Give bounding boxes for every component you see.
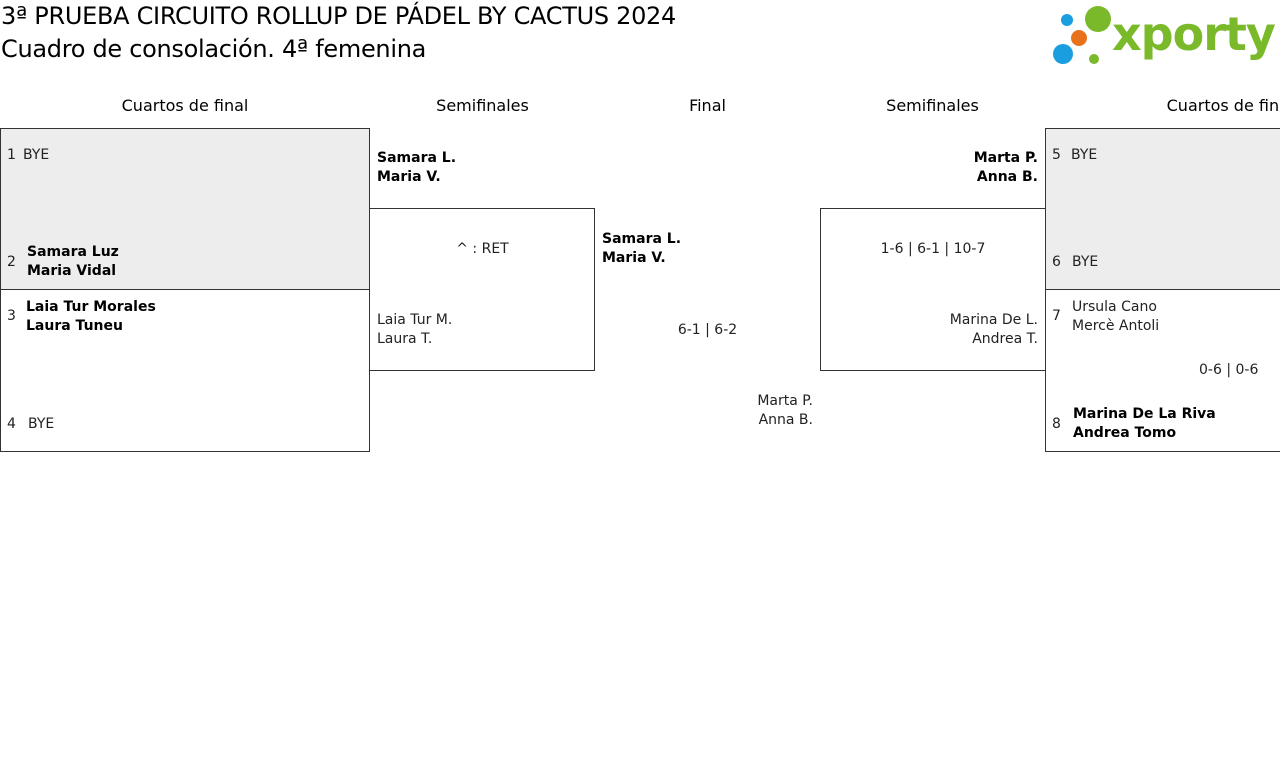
player-name: Laia Tur Morales bbox=[26, 299, 156, 315]
semifinal-player: Andrea T. bbox=[972, 331, 1038, 347]
page-subtitle: Cuadro de consolación. 4ª femenina bbox=[1, 35, 427, 63]
seed-2: 2 bbox=[7, 254, 16, 270]
player-bye: BYE bbox=[1072, 254, 1099, 270]
semifinal-player: Marina De L. bbox=[949, 312, 1038, 328]
col-right-semis: Semifinales bbox=[886, 96, 979, 115]
finalist: Samara L. bbox=[602, 231, 682, 247]
seed-3: 3 bbox=[7, 308, 16, 324]
final-score: 6-1 | 6-2 bbox=[677, 322, 738, 338]
player-name: Laura Tuneu bbox=[26, 318, 123, 334]
logo-dot-green-small bbox=[1089, 54, 1099, 64]
left-semifinal-match bbox=[369, 208, 595, 371]
player-name: Samara Luz bbox=[27, 244, 119, 260]
semifinal-player: Samara L. bbox=[377, 150, 457, 166]
finalist: Maria V. bbox=[602, 250, 666, 266]
player-bye: BYE bbox=[28, 416, 55, 432]
finalist: Anna B. bbox=[758, 412, 813, 428]
page-title: 3ª PRUEBA CIRCUITO ROLLUP DE PÁDEL BY CA… bbox=[1, 2, 676, 30]
player-name: Ursula Cano bbox=[1072, 299, 1157, 315]
player-name: Maria Vidal bbox=[27, 263, 117, 279]
xporty-logo[interactable]: xporty bbox=[1050, 4, 1276, 68]
logo-dot-orange bbox=[1071, 30, 1087, 46]
left-semifinal-score: ^ : RET bbox=[456, 241, 509, 257]
seed-5: 5 bbox=[1052, 147, 1061, 163]
seed-1: 1 bbox=[7, 147, 16, 163]
col-final: Final bbox=[689, 96, 726, 115]
right-quarter-match-2 bbox=[1045, 289, 1280, 452]
seed-4: 4 bbox=[7, 416, 16, 432]
right-quarter-match-1 bbox=[1045, 128, 1280, 290]
semifinal-player: Anna B. bbox=[976, 169, 1038, 185]
semifinal-player: Marta P. bbox=[973, 150, 1038, 166]
logo-dot-blue bbox=[1053, 44, 1073, 64]
right-semifinal-score: 1-6 | 6-1 | 10-7 bbox=[880, 241, 986, 257]
finalist: Marta P. bbox=[757, 393, 813, 409]
player-name: Mercè Antoli bbox=[1072, 318, 1160, 334]
player-name: Andrea Tomo bbox=[1073, 425, 1177, 441]
player-bye: BYE bbox=[23, 147, 50, 163]
col-right-quarters: Cuartos de final bbox=[1166, 96, 1280, 115]
logo-dot-green bbox=[1085, 6, 1111, 32]
seed-7: 7 bbox=[1052, 308, 1061, 324]
col-left-semis: Semifinales bbox=[436, 96, 529, 115]
seed-6: 6 bbox=[1052, 254, 1061, 270]
player-name: Marina De La Riva bbox=[1073, 406, 1216, 422]
player-bye: BYE bbox=[1071, 147, 1098, 163]
semifinal-player: Laura T. bbox=[377, 331, 433, 347]
seed-8: 8 bbox=[1052, 416, 1061, 432]
right-quarter-score: 0-6 | 0-6 bbox=[1199, 362, 1259, 378]
semifinal-player: Laia Tur M. bbox=[377, 312, 453, 328]
col-left-quarters: Cuartos de final bbox=[121, 96, 249, 115]
logo-text: xporty bbox=[1112, 7, 1276, 61]
logo-dot-blue-small bbox=[1061, 14, 1073, 26]
semifinal-player: Maria V. bbox=[377, 169, 441, 185]
left-quarter-match-1 bbox=[0, 128, 370, 290]
